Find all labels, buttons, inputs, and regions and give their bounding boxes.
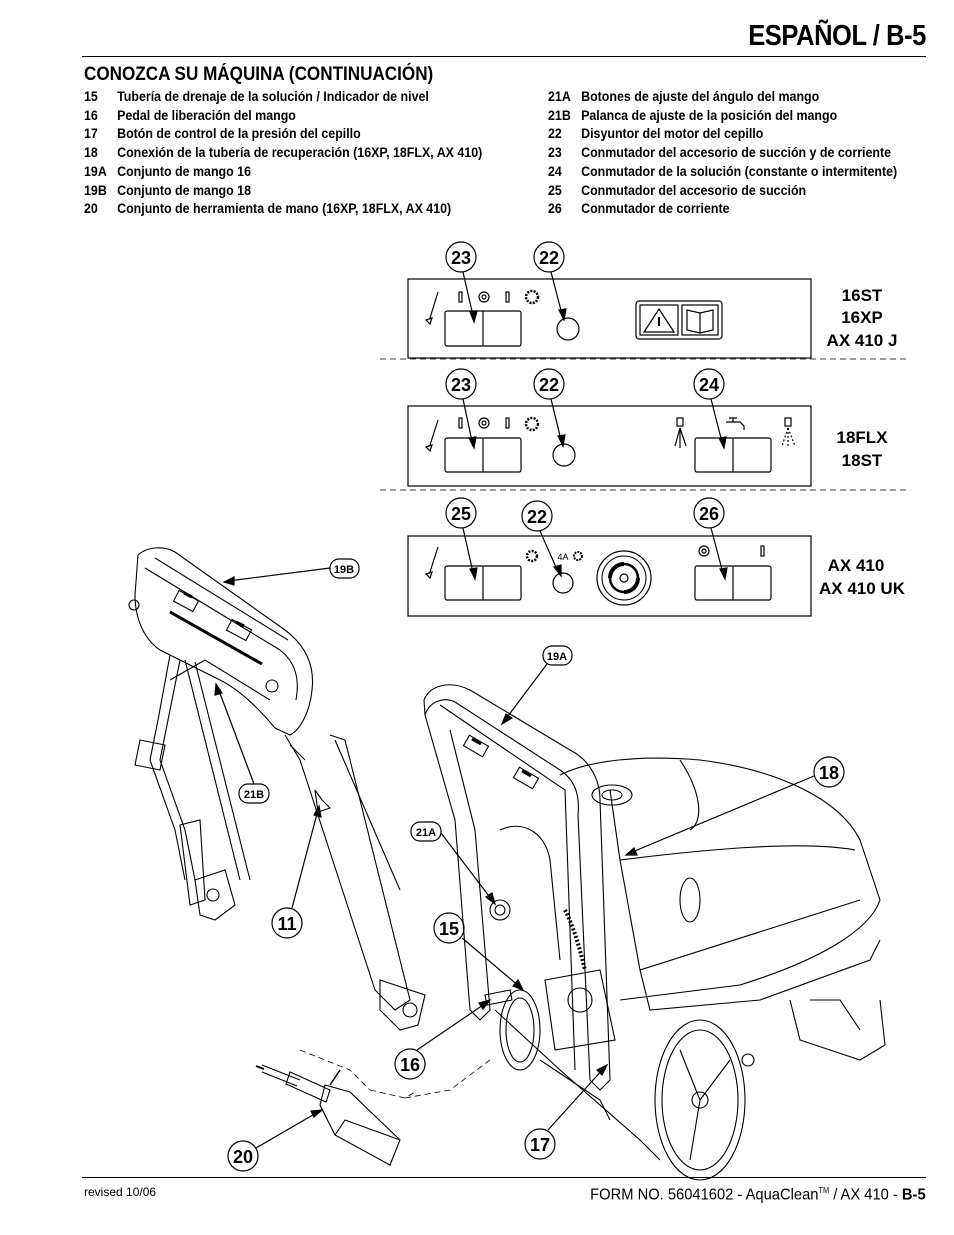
model-label: AX 410 UK [819,579,906,598]
callout-19B: 19B [222,558,360,586]
power-symbols [698,545,765,557]
brush-icon [525,549,539,563]
model-label: AX 410 J [827,331,898,350]
page-title: ESPAÑOL / B-5 [748,20,926,52]
control-panel-1: 23 22 [380,241,908,360]
svg-text:22: 22 [527,507,547,527]
warning-manual-icon [635,300,723,340]
breaker-button [552,572,574,594]
vacuum-dial-icon [596,550,652,606]
model-label: 16XP [841,308,883,327]
svg-text:19B: 19B [334,564,354,576]
revision-note: revised 10/06 [84,1185,157,1199]
svg-text:11: 11 [277,914,296,934]
spray-intermittent-icon [781,417,796,448]
breaker-button [556,317,580,341]
callout-26: 26 [693,497,728,581]
svg-text:24: 24 [699,375,719,395]
svg-text:23: 23 [451,248,471,268]
hand-tool [255,1049,491,1166]
callout-25: 25 [445,497,478,581]
breaker-rating: 4A [557,552,568,562]
callout-23: 23 [445,368,477,450]
svg-text:15: 15 [439,919,459,939]
control-panel-2: 23 22 24 [380,368,908,491]
svg-text:25: 25 [451,504,471,524]
svg-text:22: 22 [539,375,559,395]
faucet-icon [726,417,745,430]
form-number: FORM NO. 56041602 - AquaCleanTM / AX 410… [590,1186,926,1204]
callout-21A: 21A [410,821,497,906]
svg-text:20: 20 [233,1147,253,1167]
svg-text:22: 22 [539,248,559,268]
callout-17: 17 [524,1063,609,1160]
svg-text:21B: 21B [244,789,264,801]
callout-22: 22 [521,500,562,578]
svg-text:19A: 19A [547,651,567,663]
wand-icon [424,291,439,326]
callout-20: 20 [227,1109,324,1172]
handle-assembly-18 [128,547,426,1031]
model-label: 16ST [842,286,883,305]
svg-text:17: 17 [530,1135,550,1155]
extractor-machine [423,684,886,1181]
switch-symbols [458,417,510,429]
callout-18: 18 [624,756,845,856]
svg-text:16: 16 [400,1055,420,1075]
svg-text:18: 18 [819,763,839,783]
wand-icon [424,419,439,453]
control-panel-3: 25 22 26 4A [407,497,906,617]
switch-symbols [458,291,510,303]
model-label: AX 410 [828,556,885,575]
breaker-icon [573,551,583,561]
svg-text:21A: 21A [416,827,436,839]
callout-23: 23 [445,241,478,324]
callout-15: 15 [433,912,525,992]
breaker-button [552,443,576,467]
footer-rule [82,1177,926,1178]
callout-16: 16 [394,998,492,1080]
section-title: CONOZCA SU MÁQUINA (CONTINUACIÓN) [84,64,434,85]
callout-22: 22 [533,368,566,448]
callout-22: 22 [533,241,567,322]
spray-constant-icon [674,417,687,448]
svg-text:26: 26 [699,504,719,524]
wand-icon [424,546,439,580]
model-label: 18FLX [836,428,888,447]
callout-21B: 21B [214,682,270,804]
brush-icon [524,416,540,432]
callout-11: 11 [271,804,322,939]
svg-text:23: 23 [451,375,471,395]
brush-icon [524,289,540,305]
callout-24: 24 [693,368,727,450]
header-rule [82,56,926,57]
callout-19A: 19A [500,645,573,726]
model-label: 18ST [842,451,883,470]
